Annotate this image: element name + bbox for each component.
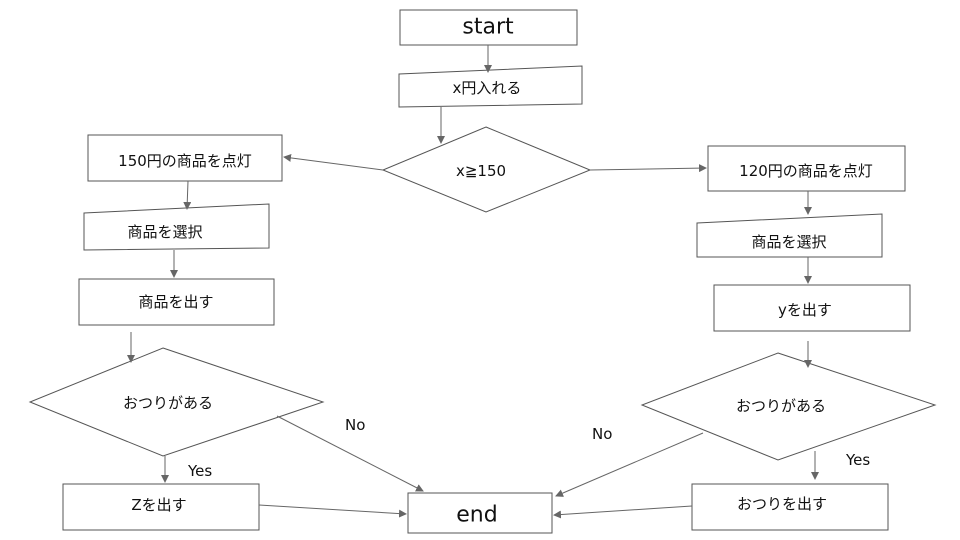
- change-right-label: おつりがある: [736, 397, 826, 415]
- arrow-light150-to-select: [183, 180, 192, 210]
- insert-money-label: x円入れる: [453, 79, 522, 97]
- start-label: start: [462, 15, 514, 40]
- arrow-decision-to-light120: [589, 164, 707, 173]
- select-left-node: [83, 203, 270, 251]
- select-right-label: 商品を選択: [751, 233, 826, 251]
- z-out-node: [62, 483, 260, 531]
- insert-money-node: [398, 65, 583, 108]
- y-out-node: [713, 284, 911, 332]
- arrow-z-out-to-end: [258, 504, 407, 518]
- left-no-label: No: [345, 416, 365, 434]
- end-node: [407, 492, 553, 534]
- arrow-change-right-no: [555, 432, 704, 497]
- light-120-label: 120円の商品を点灯: [739, 162, 873, 180]
- dispense-left-node: [78, 278, 275, 326]
- right-no-label: No: [592, 425, 612, 443]
- z-out-label: Zを出す: [131, 496, 186, 514]
- arrow-change-left-no: [276, 415, 424, 492]
- select-left-label: 商品を選択: [127, 223, 202, 241]
- select-right-node: [696, 213, 883, 258]
- left-yes-label: Yes: [187, 462, 212, 480]
- change-right-decision: [640, 352, 937, 461]
- price-decision-label: x≧150: [456, 162, 506, 180]
- arrow-decision-to-light150: [283, 153, 384, 171]
- start-node: [399, 9, 578, 46]
- change-left-label: おつりがある: [123, 394, 213, 412]
- right-yes-label: Yes: [845, 451, 870, 469]
- light-150-label: 150円の商品を点灯: [118, 152, 252, 170]
- change-out-node: [691, 483, 889, 531]
- y-out-label: yを出す: [778, 301, 832, 319]
- dispense-left-label: 商品を出す: [138, 293, 213, 311]
- price-decision-node: [381, 126, 592, 213]
- light-120-node: [707, 145, 906, 192]
- change-out-label: おつりを出す: [737, 495, 827, 513]
- arrow-change-out-to-end: [553, 505, 693, 519]
- light-150-node: [87, 134, 283, 182]
- end-label: end: [456, 503, 497, 528]
- change-left-decision: [28, 347, 325, 457]
